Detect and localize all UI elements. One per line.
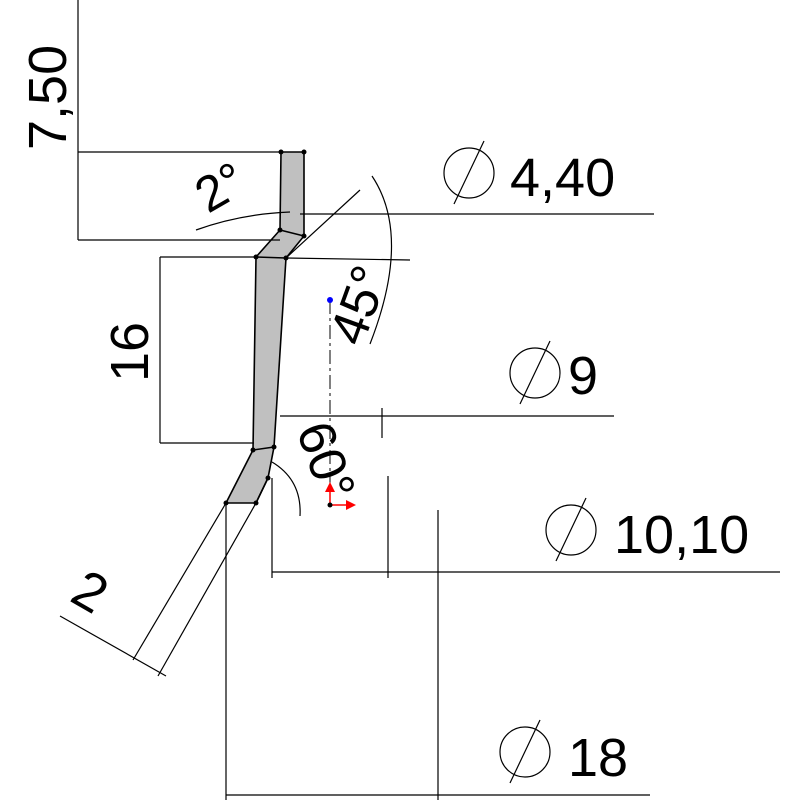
center-axis [327,297,333,505]
dimension-label-18: 18 [568,728,628,788]
dimension-label-60-deg: 60° [285,414,366,508]
profile-edges [252,229,305,504]
dimension-dia-4-40[interactable]: 4,40 [300,140,654,215]
dimension-dia-9[interactable]: 9 [280,340,614,438]
dimension-2[interactable]: 2 [59,502,257,677]
dimension-label-10-10: 10,10 [614,505,749,565]
dimension-16[interactable]: 16 [100,256,256,444]
dimension-label-4-40: 4,40 [510,148,615,208]
dimension-7-50[interactable]: 7,50 [18,0,281,241]
sketch-point [327,297,333,303]
dimension-2-deg[interactable]: 2° [186,151,291,231]
dimension-label-16: 16 [100,322,160,382]
dimension-label-9: 9 [568,346,598,406]
origin-icon [325,482,356,510]
dimension-label-45-deg: 45° [319,258,400,352]
dimension-dia-18[interactable]: 18 [225,503,650,800]
dimension-label-2: 2 [62,558,118,625]
dimension-dia-10-10[interactable]: 10,10 [271,476,780,578]
dimension-label-2-deg: 2° [186,151,255,223]
dimension-label-7-50: 7,50 [18,45,78,150]
dimension-60-deg[interactable]: 60° [271,414,366,517]
